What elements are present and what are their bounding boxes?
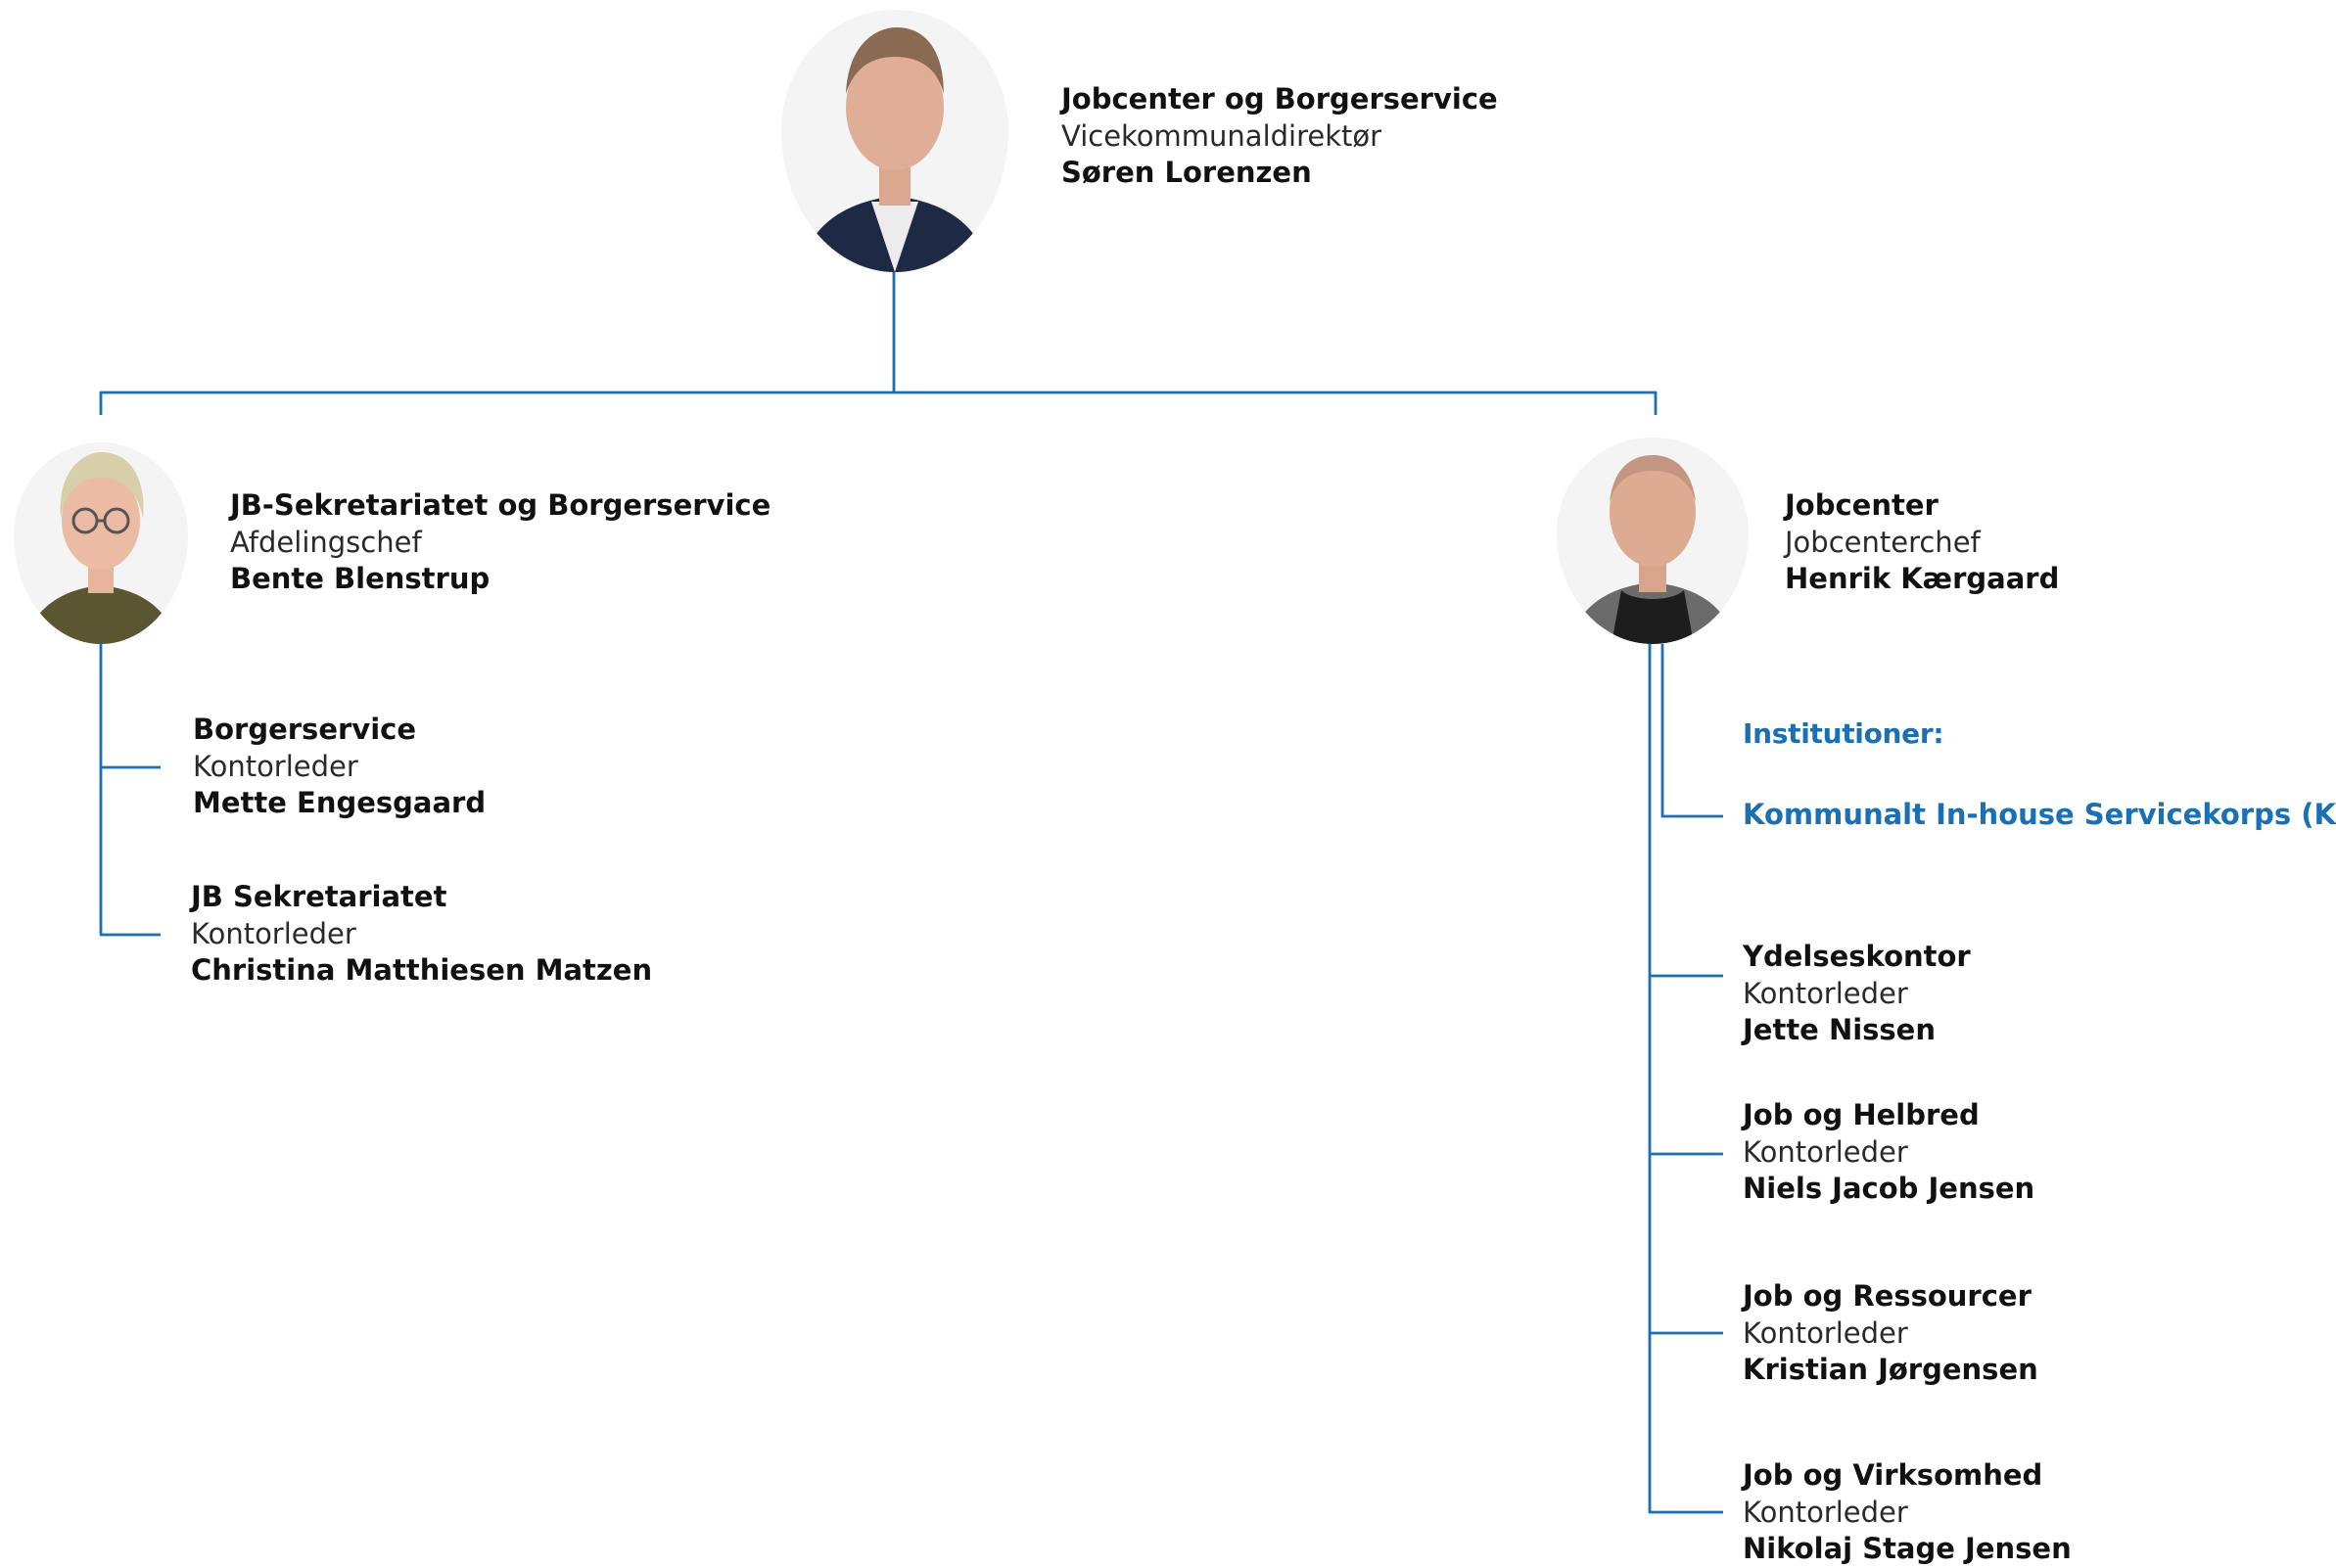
right-child-2: Job og Helbred Kontorleder Niels Jacob J… (1743, 1097, 2034, 1208)
left-name: Bente Blenstrup (230, 562, 491, 595)
child-name: Christina Matthiesen Matzen (191, 953, 653, 987)
child-role: Kontorleder (1743, 1495, 1908, 1529)
left-unit: JB-Sekretariatet og Borgerservice (230, 488, 771, 522)
root-unit: Jobcenter og Borgerservice (1061, 82, 1498, 115)
institutions-heading-text: Institutioner: (1743, 717, 1944, 750)
left-child-1: Borgerservice Kontorleder Mette Engesgaa… (193, 712, 486, 822)
child-name: Jette Nissen (1743, 1013, 1936, 1046)
right-name: Henrik Kærgaard (1785, 562, 2060, 595)
child-name: Niels Jacob Jensen (1743, 1172, 2035, 1205)
person-photo-icon (1557, 438, 1749, 644)
child-unit: Job og Ressourcer (1743, 1279, 2032, 1313)
left-avatar (14, 442, 188, 644)
child-unit: Job og Helbred (1743, 1098, 1980, 1131)
right-avatar (1557, 438, 1749, 644)
root-info: Jobcenter og Borgerservice Vicekommunald… (1061, 81, 1498, 192)
child-name: Kristian Jørgensen (1743, 1353, 2038, 1386)
child-unit: JB Sekretariatet (191, 880, 447, 913)
left-role: Afdelingschef (230, 525, 422, 559)
right-child-1: Ydelseskontor Kontorleder Jette Nissen (1743, 939, 1971, 1049)
root-role: Vicekommunaldirektør (1061, 118, 1382, 153)
root-name: Søren Lorenzen (1061, 156, 1312, 189)
institution-item: Kommunalt In-house Servicekorps (KIS) (1743, 797, 2336, 834)
child-name: Nikolaj Stage Jensen (1743, 1532, 2072, 1565)
right-child-3: Job og Ressourcer Kontorleder Kristian J… (1743, 1278, 2038, 1389)
right-child-4: Job og Virksomhed Kontorleder Nikolaj St… (1743, 1457, 2072, 1568)
right-info: Jobcenter Jobcenterchef Henrik Kærgaard (1785, 487, 2059, 598)
right-unit: Jobcenter (1785, 488, 1939, 522)
child-unit: Borgerservice (193, 713, 416, 746)
child-role: Kontorleder (1743, 976, 1908, 1010)
left-child-2: JB Sekretariatet Kontorleder Christina M… (191, 879, 652, 990)
root-avatar (781, 10, 1008, 272)
institution-name: Kommunalt In-house Servicekorps (KIS) (1743, 798, 2336, 831)
right-role: Jobcenterchef (1785, 525, 1981, 559)
person-photo-icon (781, 10, 1008, 272)
child-role: Kontorleder (1743, 1315, 1908, 1350)
child-role: Kontorleder (193, 749, 358, 783)
person-photo-icon (14, 442, 188, 644)
child-name: Mette Engesgaard (193, 786, 487, 819)
left-info: JB-Sekretariatet og Borgerservice Afdeli… (230, 487, 771, 598)
child-role: Kontorleder (1743, 1134, 1908, 1169)
child-unit: Ydelseskontor (1743, 940, 1971, 973)
institutions-heading: Institutioner: (1743, 717, 1944, 750)
child-role: Kontorleder (191, 916, 356, 950)
child-unit: Job og Virksomhed (1743, 1458, 2043, 1492)
